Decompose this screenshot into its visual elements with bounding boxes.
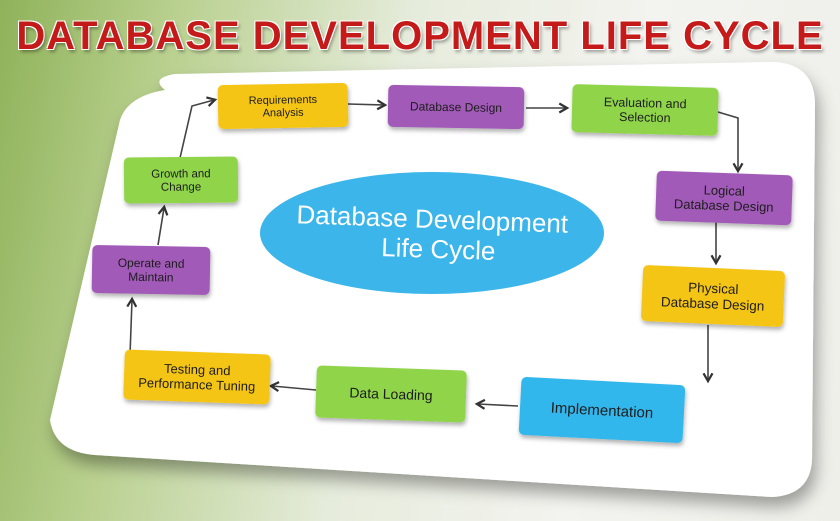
step-box-growth-and-change (123, 156, 239, 204)
step-label-logical-database-design-1: Logical (703, 182, 745, 198)
step-label-logical-database-design-2: Database Design (674, 196, 774, 214)
arrow-operate-to-growth (157, 208, 164, 246)
arrow-req-to-dbdesign (347, 104, 384, 105)
step-label-operate-and-maintain-1: Operate and (118, 256, 185, 271)
step-box-requirements-analysis (217, 82, 349, 130)
step-label-requirements-analysis-2: Analysis (263, 107, 305, 120)
step-box-physical-database-design (641, 265, 785, 327)
page-title: DATABASE DEVELOPMENT LIFE CYCLE (16, 14, 824, 58)
step-database-design: Database Design (387, 84, 525, 130)
arrow-eval-to-logical (717, 111, 738, 170)
step-label-requirements-analysis-1: Requirements (249, 94, 318, 107)
step-box-database-design (387, 84, 525, 130)
step-box-operate-and-maintain (91, 245, 211, 295)
step-label-physical-database-design-2: Database Design (661, 294, 765, 314)
step-label-testing-and-performance-tuning-2: Performance Tuning (138, 375, 256, 394)
center-ellipse: Database Development Life Cycle (260, 172, 604, 294)
step-label-data-loading-1: Data Loading (349, 384, 433, 403)
arrow-growth-to-req (179, 100, 214, 159)
center-label-line-2: Life Cycle (381, 232, 496, 266)
step-label-evaluation-and-selection-1: Evaluation and (604, 95, 687, 111)
step-label-implementation-1: Implementation (550, 400, 653, 422)
step-box-logical-database-design (655, 170, 793, 226)
step-box-evaluation-and-selection (571, 84, 719, 136)
arrow-implementation-to-dataloading (478, 404, 519, 406)
step-box-testing-and-performance-tuning (123, 349, 271, 405)
step-label-evaluation-and-selection-2: Selection (619, 110, 671, 125)
step-label-database-design-1: Database Design (410, 99, 502, 115)
step-data-loading: Data Loading (315, 365, 467, 423)
step-label-growth-and-change-2: Change (161, 181, 201, 193)
step-box-implementation (518, 377, 686, 443)
step-label-physical-database-design-1: Physical (688, 280, 739, 297)
step-implementation: Implementation (518, 377, 686, 443)
center-ellipse-shape (260, 172, 604, 294)
step-label-operate-and-maintain-2: Maintain (128, 270, 174, 285)
step-label-testing-and-performance-tuning-1: Testing and (164, 361, 231, 378)
step-box-data-loading (315, 365, 467, 423)
step-label-growth-and-change-1: Growth and (151, 168, 211, 181)
arrow-dataloading-to-testing (272, 386, 317, 390)
